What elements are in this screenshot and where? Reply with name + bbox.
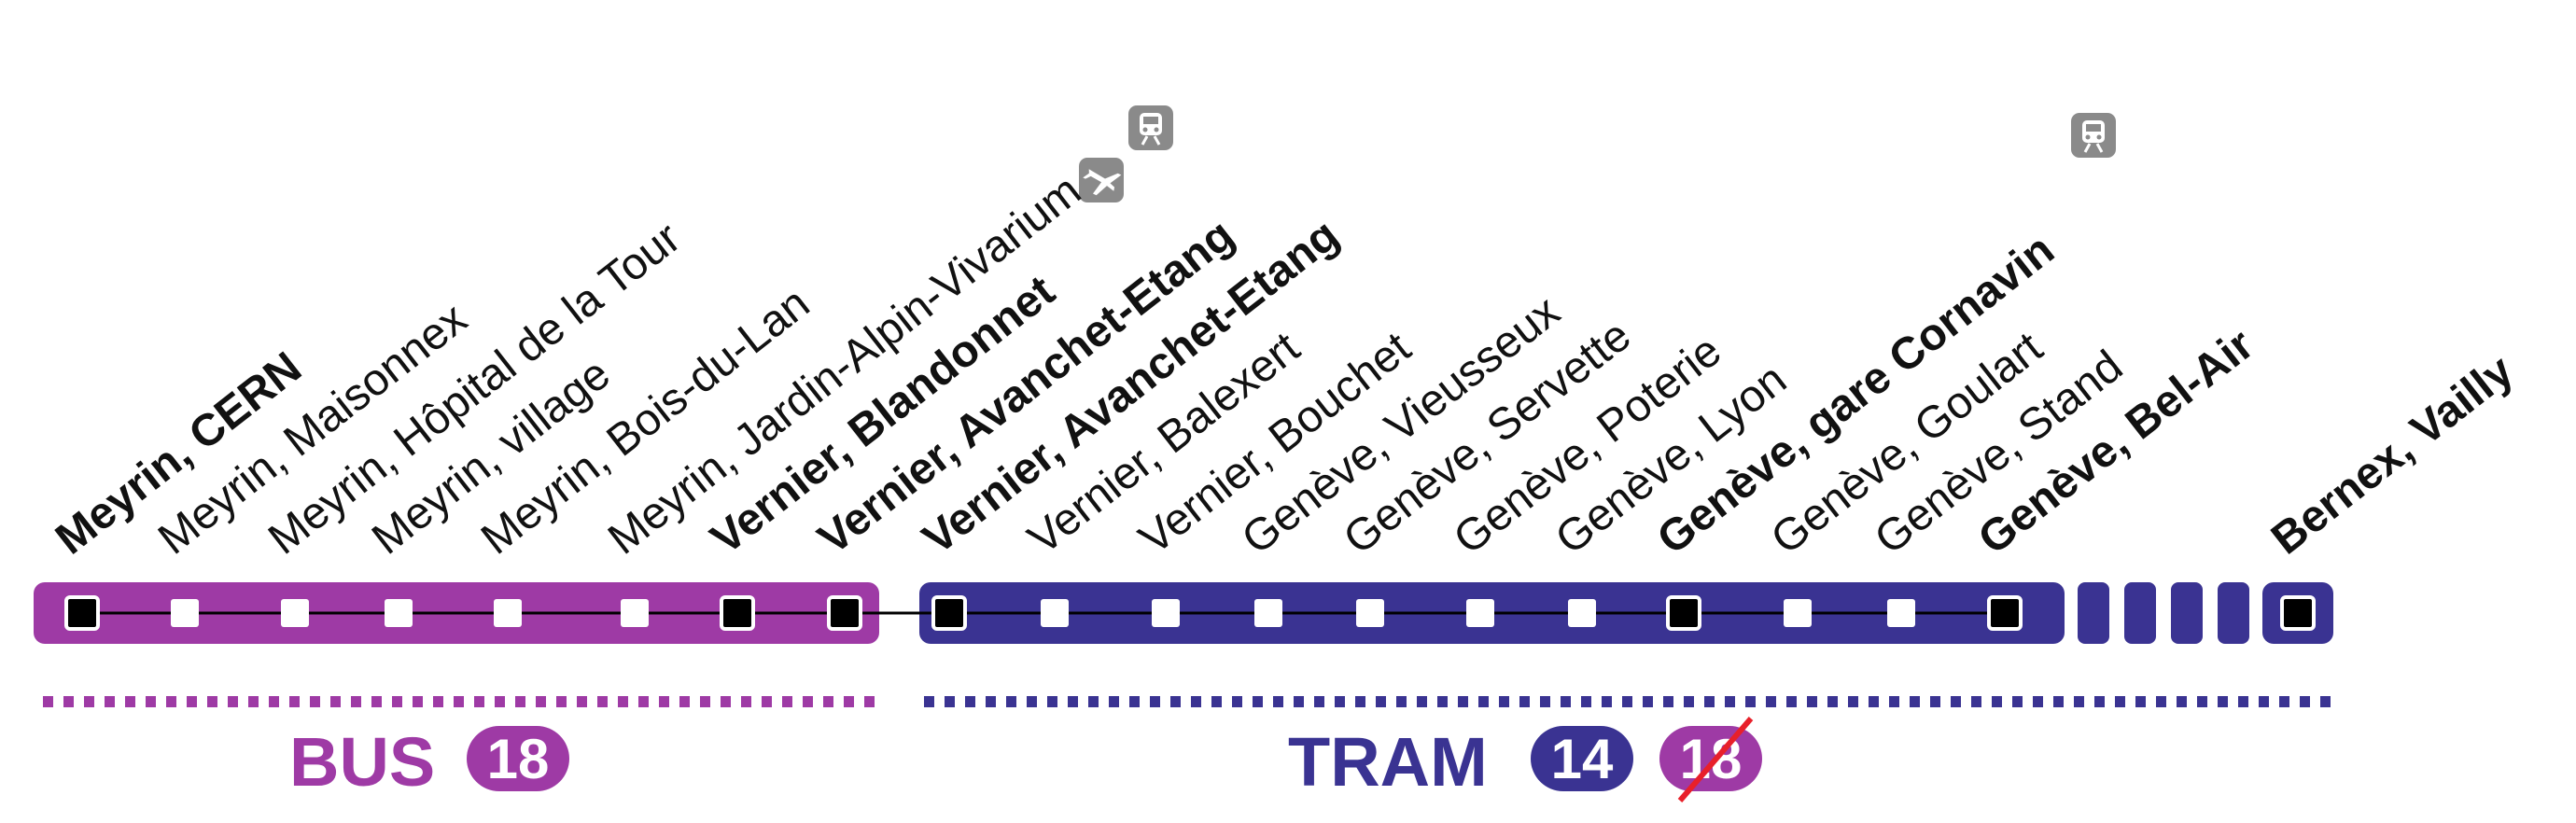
tram-omitted-block	[2124, 582, 2156, 644]
strike-through-mark	[1677, 717, 1754, 802]
stop-marker-major	[931, 595, 967, 631]
stop-marker	[385, 599, 413, 627]
icons-layer	[1079, 105, 2116, 202]
tram-omitted-block	[2078, 582, 2109, 644]
bus-line-badge: 18	[467, 726, 569, 791]
tram-legend-label: TRAM	[1288, 723, 1488, 801]
stop-label-bernex-vailly: Bernex, Vailly	[2262, 346, 2523, 565]
stop-marker	[281, 599, 309, 627]
stop-marker	[1466, 599, 1494, 627]
stop-marker	[1254, 599, 1282, 627]
airplane-icon	[1079, 158, 1124, 202]
stop-marker	[1784, 599, 1812, 627]
stop-marker	[494, 599, 522, 627]
bus-legend-label: BUS	[289, 723, 435, 801]
stop-marker	[1568, 599, 1596, 627]
tram-line-number: 14	[1551, 728, 1614, 790]
stop-marker-major	[720, 595, 755, 631]
stop-marker-major	[2280, 595, 2316, 631]
stop-marker	[171, 599, 199, 627]
train-icon	[1128, 105, 1173, 150]
stop-marker	[1356, 599, 1384, 627]
stop-marker	[1041, 599, 1069, 627]
discontinued-line-badge: 18	[1659, 717, 1762, 802]
stop-marker	[1887, 599, 1915, 627]
stop-marker-major	[64, 595, 100, 631]
tram-omitted-block	[2218, 582, 2249, 644]
stop-marker-major	[827, 595, 862, 631]
tram-line-badge: 14	[1531, 726, 1633, 791]
stop-marker-major	[1666, 595, 1701, 631]
stop-marker	[1152, 599, 1180, 627]
bus-line-number: 18	[487, 728, 550, 790]
stop-marker-major	[1987, 595, 2023, 631]
train-icon	[2071, 113, 2116, 158]
stops-layer	[64, 595, 2316, 631]
stop-marker	[621, 599, 649, 627]
tram-omitted-block	[2171, 582, 2203, 644]
